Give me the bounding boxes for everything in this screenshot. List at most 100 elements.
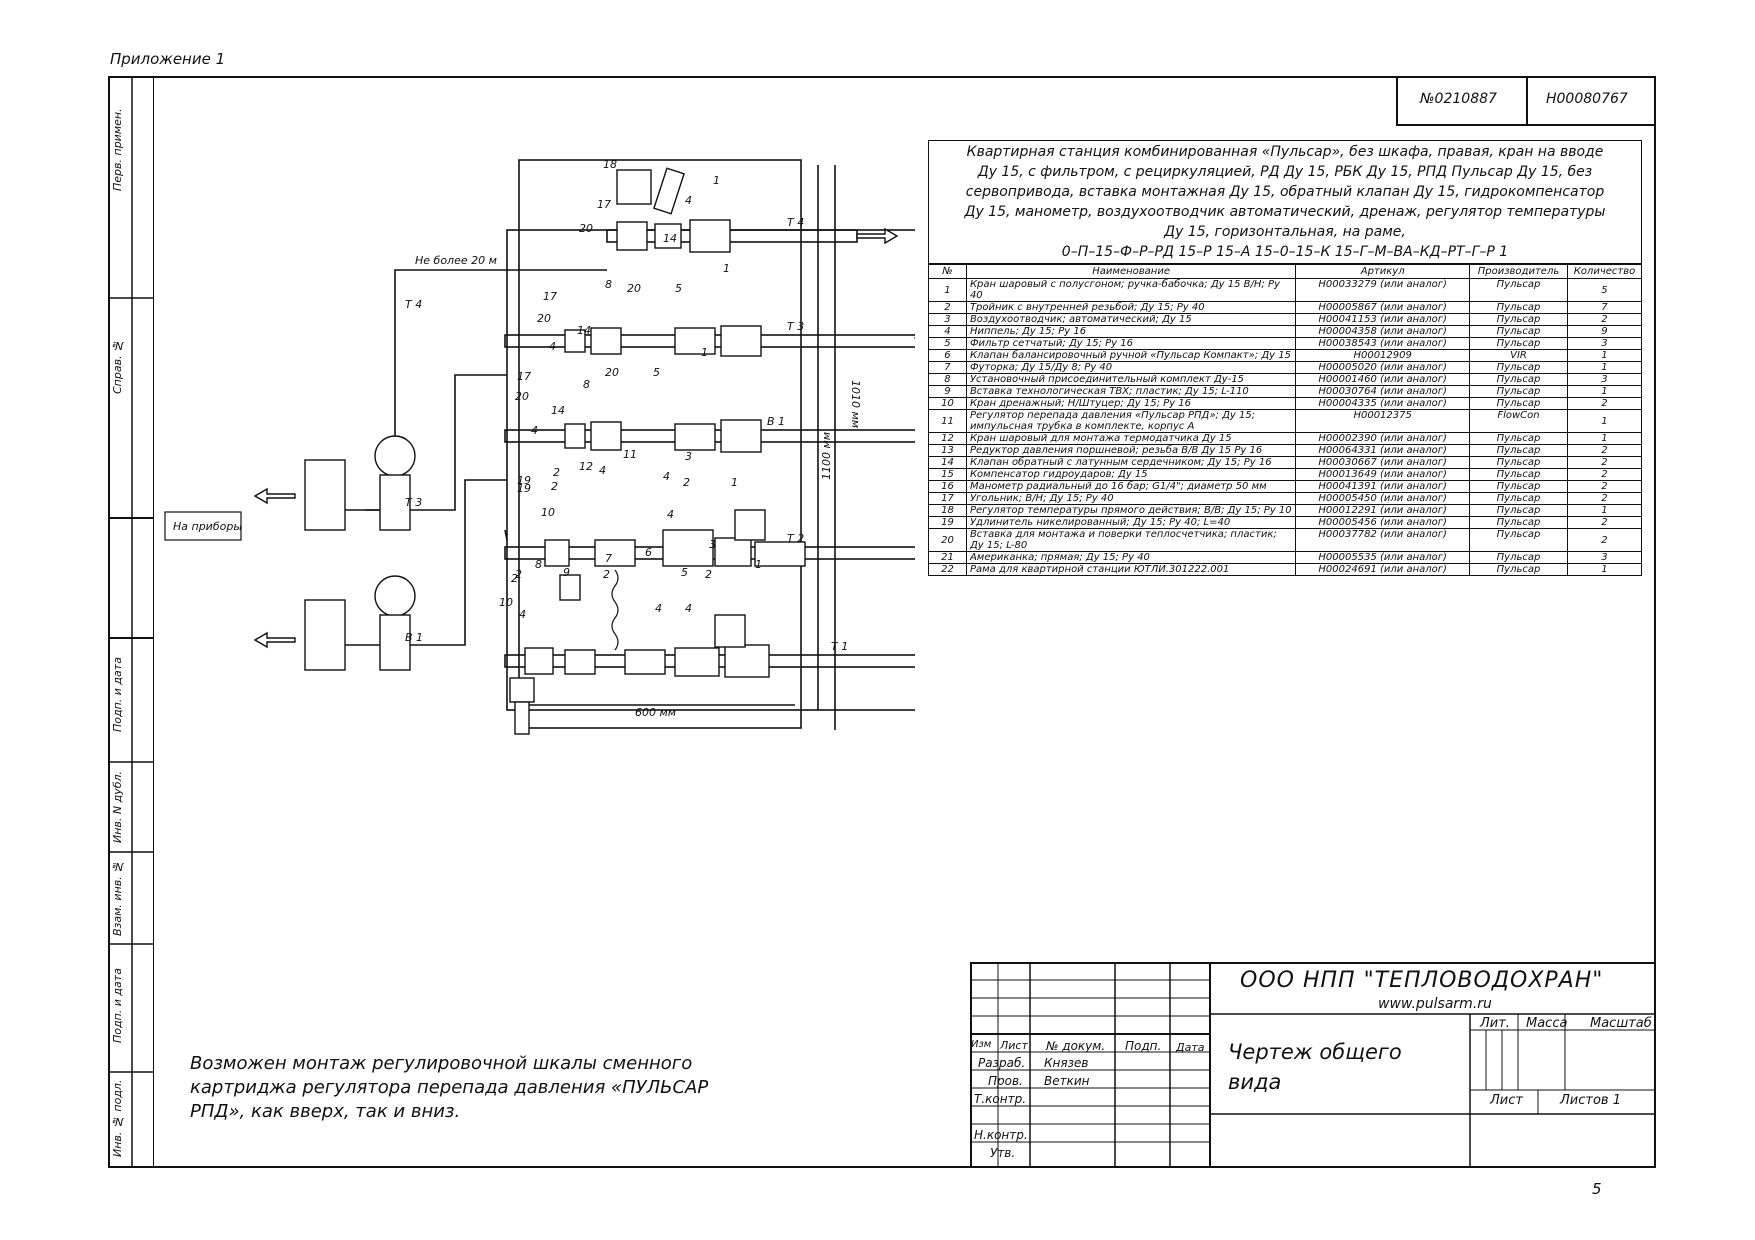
cell-qty: 1 xyxy=(1566,563,1643,576)
cell-article: Н00024691 (или аналог) xyxy=(1295,563,1471,576)
callout-number: 20 xyxy=(579,222,593,235)
tb-head-sign: Подп. xyxy=(1125,1039,1162,1053)
cell-name: Тройник с внутренней резьбой; Ду 15; Ру … xyxy=(965,301,1297,314)
cell-no: 7 xyxy=(928,361,967,374)
cell-article: Н00033279 (или аналог) xyxy=(1295,278,1471,302)
cell-article: Н00012375 xyxy=(1295,409,1471,433)
callout-number: 4 xyxy=(599,464,606,477)
label-t2-right: Т 2 xyxy=(787,532,804,545)
col-header-article: Артикул xyxy=(1295,264,1471,279)
lit-label: Лит. xyxy=(1480,1016,1510,1031)
drawing-sheet xyxy=(108,76,1656,1168)
callout-number: 2 xyxy=(551,480,558,493)
cell-maker: Пульсар xyxy=(1469,504,1568,517)
cell-name: Американка; прямая; Ду 15; Ру 40 xyxy=(965,551,1297,564)
cell-maker: Пульсар xyxy=(1469,301,1568,314)
manometer-upper xyxy=(374,435,416,477)
side-label-ref-no: Справ. № xyxy=(111,338,124,394)
cell-maker: Пульсар xyxy=(1469,528,1568,552)
tb-role-developer: Разраб. xyxy=(978,1056,1026,1070)
cell-no: 19 xyxy=(928,516,967,529)
cell-article: Н00041153 (или аналог) xyxy=(1295,313,1471,326)
cell-name: Установочный присоединительный комплект … xyxy=(965,373,1297,386)
cell-no: 10 xyxy=(928,397,967,410)
cell-qty: 2 xyxy=(1566,397,1643,410)
side-stamp-lines xyxy=(108,76,154,1168)
tb-role-checker: Пров. xyxy=(988,1074,1023,1088)
cell-article: Н00030764 (или аналог) xyxy=(1295,385,1471,398)
cell-name: Футорка; Ду 15/Ду 8; Ру 40 xyxy=(965,361,1297,374)
devices-label-box xyxy=(164,511,242,541)
callout-number: 4 xyxy=(663,470,670,483)
callout-number: 2 xyxy=(683,476,690,489)
cell-maker: Пульсар xyxy=(1469,468,1568,481)
cell-name: Кран шаровый с полусгоном; ручка-бабочка… xyxy=(965,278,1297,302)
arrow-devices-lower xyxy=(253,631,296,649)
cell-qty: 9 xyxy=(1566,325,1643,338)
callout-number: 9 xyxy=(563,566,570,579)
cell-maker: Пульсар xyxy=(1469,551,1568,564)
cell-no: 14 xyxy=(928,456,967,469)
cell-no: 22 xyxy=(928,563,967,576)
cell-qty: 2 xyxy=(1566,516,1643,529)
cell-no: 16 xyxy=(928,480,967,493)
cell-article: Н00004335 (или аналог) xyxy=(1295,397,1471,410)
cell-name: Кран шаровый для монтажа термодатчика Ду… xyxy=(965,432,1297,445)
callout-number: 4 xyxy=(685,194,692,207)
cell-article: Н00064331 (или аналог) xyxy=(1295,444,1471,457)
callout-number: 20 xyxy=(537,312,551,325)
callout-number: 14 xyxy=(663,232,677,245)
callout-number: 8 xyxy=(605,278,612,291)
cell-qty: 3 xyxy=(1566,337,1643,350)
cell-no: 1 xyxy=(928,278,967,302)
cell-no: 21 xyxy=(928,551,967,564)
callout-number: 5 xyxy=(675,282,682,295)
cell-qty: 2 xyxy=(1566,492,1643,505)
drawing-title-1: Чертеж общего xyxy=(1228,1040,1402,1064)
callout-number: 19 xyxy=(517,474,531,487)
label-b1-left: В 1 xyxy=(405,631,423,644)
callout-number: 5 xyxy=(681,566,688,579)
cell-name: Регулятор перепада давления «Пульсар РПД… xyxy=(965,409,1297,433)
tb-head-izm: Изм xyxy=(971,1039,992,1050)
cell-name: Рама для квартирной станции ЮТЛИ.301222.… xyxy=(965,563,1297,576)
line-t3-remote xyxy=(345,374,507,511)
callout-number: 10 xyxy=(499,596,513,609)
station-frame-inner xyxy=(518,159,802,729)
cell-no: 17 xyxy=(928,492,967,505)
callout-number: 4 xyxy=(685,602,692,615)
cell-no: 12 xyxy=(928,432,967,445)
cell-name: Манометр радиальный до 16 бар; G1/4"; ди… xyxy=(965,480,1297,493)
callout-number: 1 xyxy=(731,476,738,489)
arrow-devices-upper xyxy=(253,487,296,505)
description-code: 0–П–15–Ф–Р–РД 15–Р 15–А 15–0–15–К 15–Г–М… xyxy=(1061,244,1509,260)
pressure-reducer-upper xyxy=(304,459,346,531)
cell-name: Кран дренажный; Н/Штуцер; Ду 15; Ру 16 xyxy=(965,397,1297,410)
pressure-reducer-lower xyxy=(304,599,346,671)
arrow-t4-out xyxy=(856,227,899,245)
label-t3-right: Т 3 xyxy=(787,320,804,333)
appendix-label: Приложение 1 xyxy=(110,50,226,68)
cell-name: Вставка технологическая ТВХ; пластик; Ду… xyxy=(965,385,1297,398)
callout-number: 1 xyxy=(701,346,708,359)
callout-number: 2 xyxy=(511,572,518,585)
description-line: Ду 15, горизонтальная, на раме, xyxy=(1164,224,1406,240)
cell-name: Угольник; В/Н; Ду 15; Ру 40 xyxy=(965,492,1297,505)
tb-name-developer: Князев xyxy=(1044,1056,1089,1070)
cell-maker: Пульсар xyxy=(1469,373,1568,386)
cell-no: 9 xyxy=(928,385,967,398)
cell-article: Н00005867 (или аналог) xyxy=(1295,301,1471,314)
cell-article: Н00005450 (или аналог) xyxy=(1295,492,1471,505)
cell-maker: Пульсар xyxy=(1469,456,1568,469)
